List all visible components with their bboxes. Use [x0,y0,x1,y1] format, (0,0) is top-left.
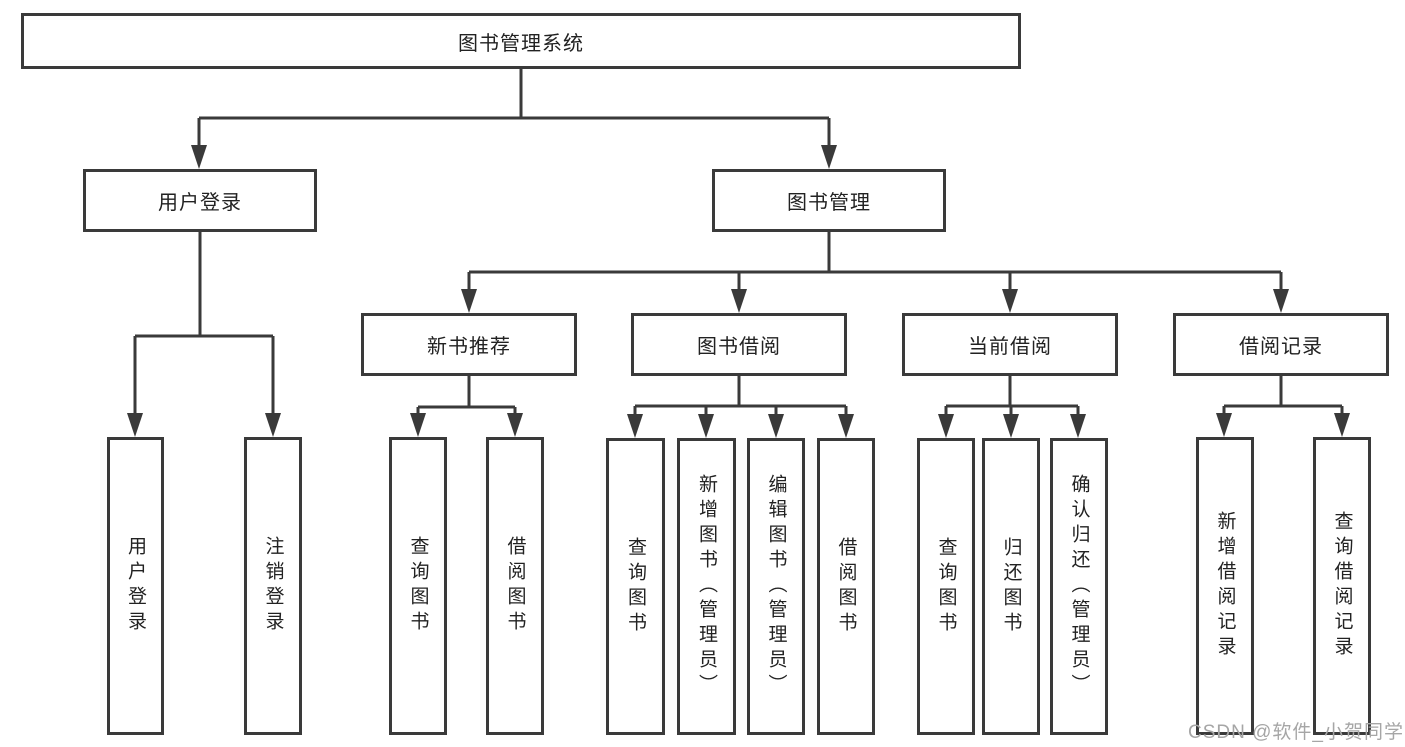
node-book-management: 图书管理 [712,169,946,232]
leaf-query-borrow-record: 查询借阅记录 [1313,437,1371,735]
leaf-user-login: 用户登录 [107,437,164,735]
leaf-add-borrow-record: 新增借阅记录 [1196,437,1254,735]
node-new-book-recommendation: 新书推荐 [361,313,577,376]
watermark: CSDN @软件_小贺同学 [1188,722,1404,743]
node-library-management-system: 图书管理系统 [21,13,1021,69]
leaf-add-book-admin: 新增图书（管理员） [677,438,736,735]
node-current-borrowing: 当前借阅 [902,313,1118,376]
leaf-query-books-recommend: 查询图书 [389,437,447,735]
arrowheads [127,145,1350,438]
node-user-login: 用户登录 [83,169,317,232]
leaf-borrow-books: 借阅图书 [817,438,875,735]
leaf-return-book: 归还图书 [982,438,1040,735]
leaf-borrow-books-recommend: 借阅图书 [486,437,544,735]
leaf-edit-book-admin: 编辑图书（管理员） [747,438,805,735]
leaf-logout: 注销登录 [244,437,302,735]
node-book-borrowing: 图书借阅 [631,313,847,376]
leaf-query-books-current: 查询图书 [917,438,975,735]
node-borrowing-records: 借阅记录 [1173,313,1389,376]
leaf-confirm-return-admin: 确认归还（管理员） [1050,438,1108,735]
leaf-query-books-borrow: 查询图书 [606,438,665,735]
